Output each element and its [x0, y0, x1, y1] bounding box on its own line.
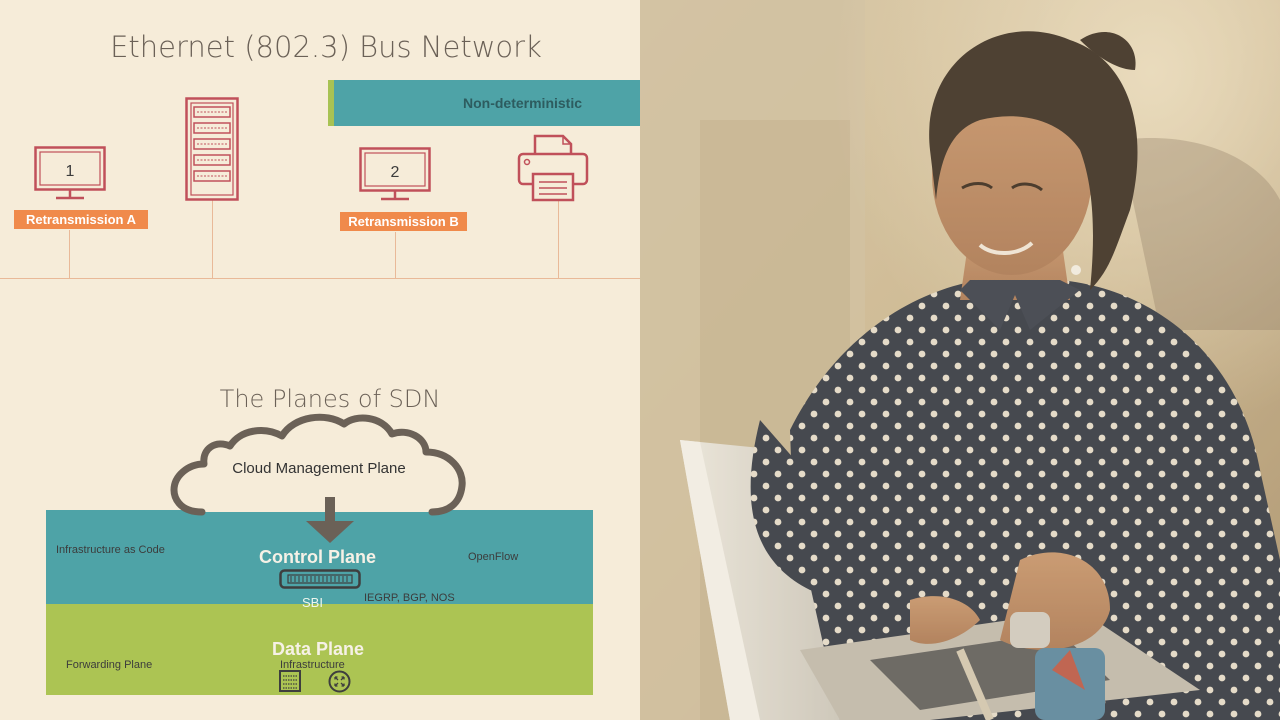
- data-plane-label: Data Plane: [272, 639, 365, 659]
- forwarding-plane-label: Forwarding Plane: [66, 659, 153, 671]
- bus-line: [0, 278, 640, 279]
- server-icon: [185, 97, 239, 206]
- retransmission-b-badge: Retransmission B: [340, 212, 467, 231]
- infrastructure-as-code-label: Infrastructure as Code: [56, 544, 165, 556]
- control-plane-label: Control Plane: [259, 547, 377, 567]
- diagram-panel: Ethernet (802.3) Bus Network Non-determi…: [0, 30, 640, 698]
- drop-line-server: [212, 200, 213, 278]
- sbi-label: SBI: [302, 595, 323, 610]
- drop-line-printer: [558, 200, 559, 278]
- sdn-title: The Planes of SDN: [219, 385, 441, 413]
- drop-line-node2: [395, 232, 396, 278]
- rack-icon: [279, 670, 301, 697]
- non-deterministic-banner: [328, 80, 640, 126]
- retransmission-a-badge: Retransmission A: [14, 210, 148, 229]
- printer-icon: [517, 134, 589, 207]
- infrastructure-label: Infrastructure: [280, 659, 345, 671]
- node-number-2: 2: [390, 164, 400, 181]
- computer-icon-1: [34, 146, 106, 209]
- data-plane-band: [46, 604, 593, 695]
- router-icon: [328, 670, 351, 698]
- bus-network-title: Ethernet (802.3) Bus Network: [110, 30, 542, 64]
- drop-line-node1: [69, 230, 70, 278]
- openflow-label: OpenFlow: [468, 551, 519, 563]
- photo-woman-with-laptop: [640, 0, 1280, 720]
- arrow-down-icon: [302, 497, 358, 552]
- cloud-management-plane-label: Cloud Management Plane: [232, 460, 406, 477]
- node-number-1: 1: [65, 163, 75, 180]
- cloud-icon: [170, 412, 470, 521]
- non-deterministic-label: Non-deterministic: [463, 95, 583, 111]
- switch-icon: [279, 569, 361, 594]
- protocols-label: IEGRP, BGP, NOS: [364, 592, 455, 604]
- computer-icon-2: [359, 147, 431, 210]
